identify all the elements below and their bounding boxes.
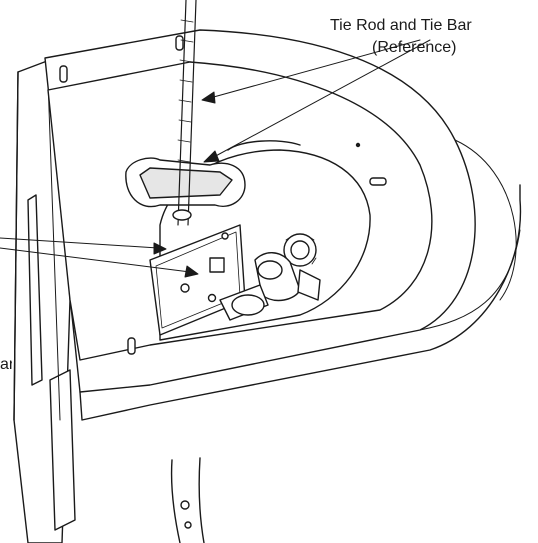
drain-pipe: [170, 457, 205, 543]
callout-tie-rod-label: Tie Rod and Tie Bar: [330, 17, 472, 34]
callout-cut-off-label: ar: [0, 356, 12, 373]
tie-bar: [125, 157, 246, 208]
valve-assembly: [219, 233, 321, 321]
back-panel: [13, 57, 76, 543]
callout-reference-label: (Reference): [372, 39, 457, 56]
tie-rod: [172, 0, 197, 226]
mounting-plate: [149, 224, 246, 336]
rim-slots: [59, 35, 387, 355]
leader-lines: [0, 39, 431, 278]
